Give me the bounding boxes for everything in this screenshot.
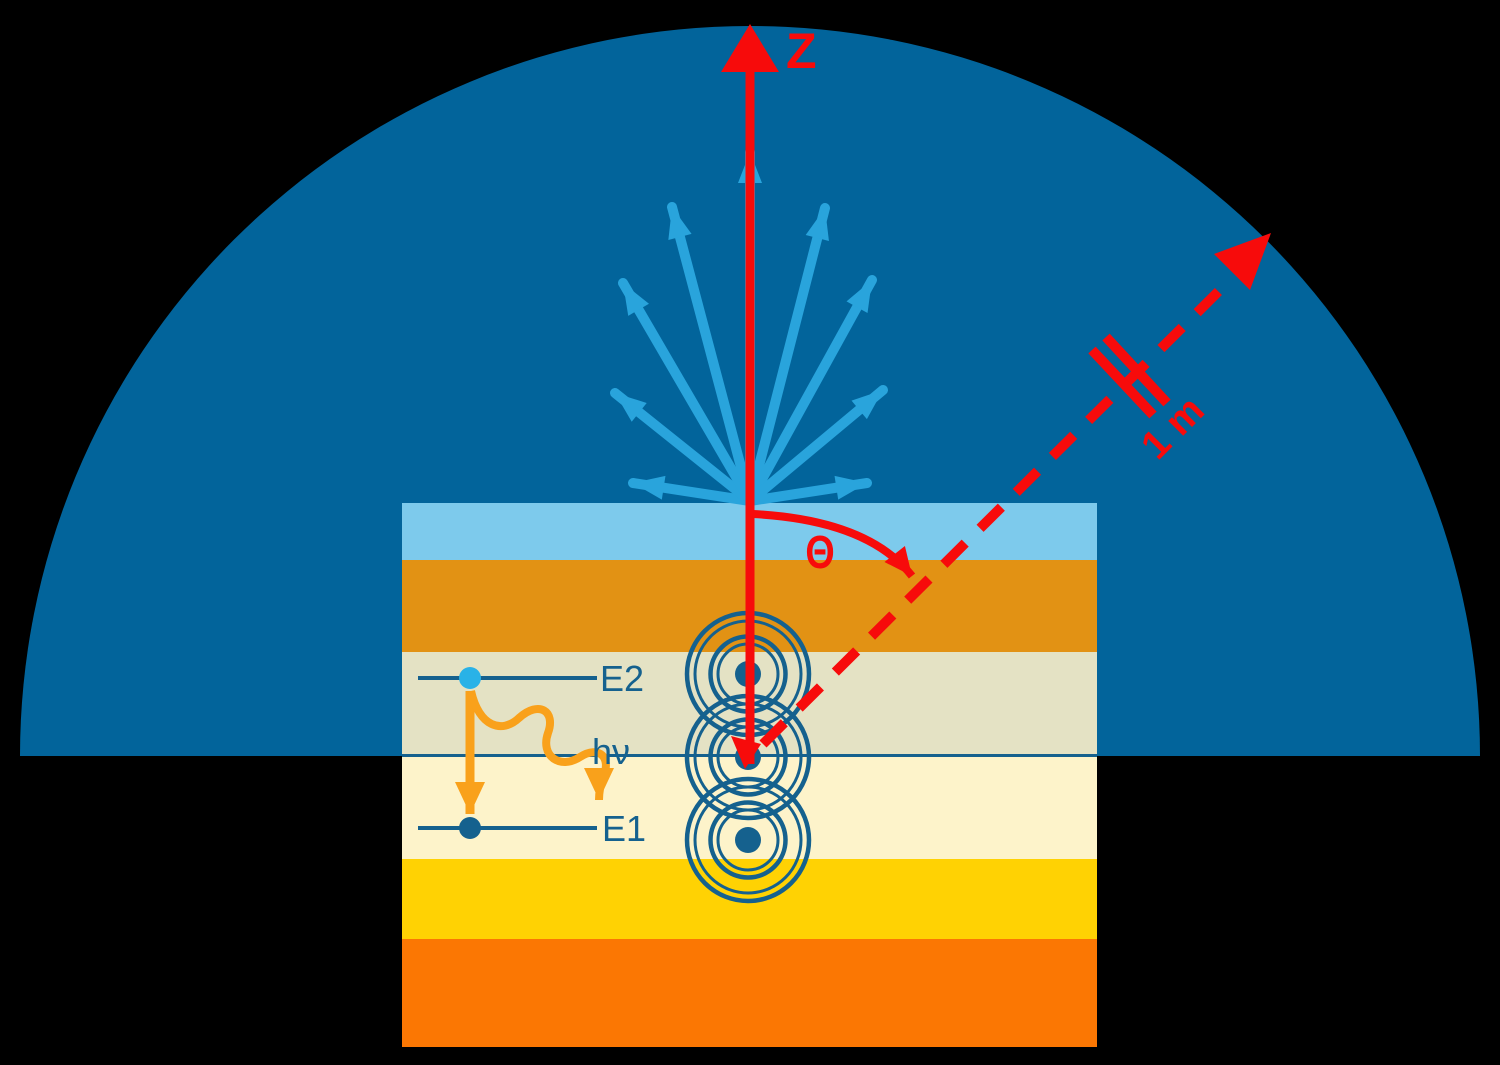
emission-arrow [610, 388, 755, 506]
energy-level-E1-label: E1 [602, 808, 646, 849]
emitter-arrowhead-icon [731, 736, 761, 769]
emission-arrow [745, 203, 830, 506]
emission-arrows [610, 147, 888, 506]
theta-label: Θ [805, 526, 834, 577]
theta-arc [752, 510, 916, 579]
emission-arrow [618, 278, 755, 506]
z-axis-arrowhead-icon [721, 24, 779, 72]
detector-dashed-line [759, 274, 1236, 748]
ground-electron-dot [459, 817, 481, 839]
atom [684, 776, 812, 904]
distance-break-tick [1102, 333, 1171, 407]
emission-arrow [745, 385, 888, 506]
z-axis: Z [721, 23, 817, 769]
energy-level-diagram: E2 E1 hν [418, 658, 646, 849]
energy-level-E2-label: E2 [600, 658, 644, 699]
excited-electron-dot [459, 667, 481, 689]
theta-angle: Θ [752, 510, 916, 579]
emission-arrow [667, 202, 755, 506]
emission-arrow [745, 275, 877, 506]
photon-hv-label: hν [592, 731, 630, 772]
distance-break-tick [1088, 346, 1157, 419]
emission-arrow [628, 475, 755, 506]
emission-arrow [745, 475, 872, 506]
photon-wavy-arrow [467, 690, 615, 801]
sample-layer-6 [402, 939, 1097, 1047]
z-axis-label: Z [786, 23, 817, 79]
detector-arrowhead-icon [1214, 233, 1271, 290]
